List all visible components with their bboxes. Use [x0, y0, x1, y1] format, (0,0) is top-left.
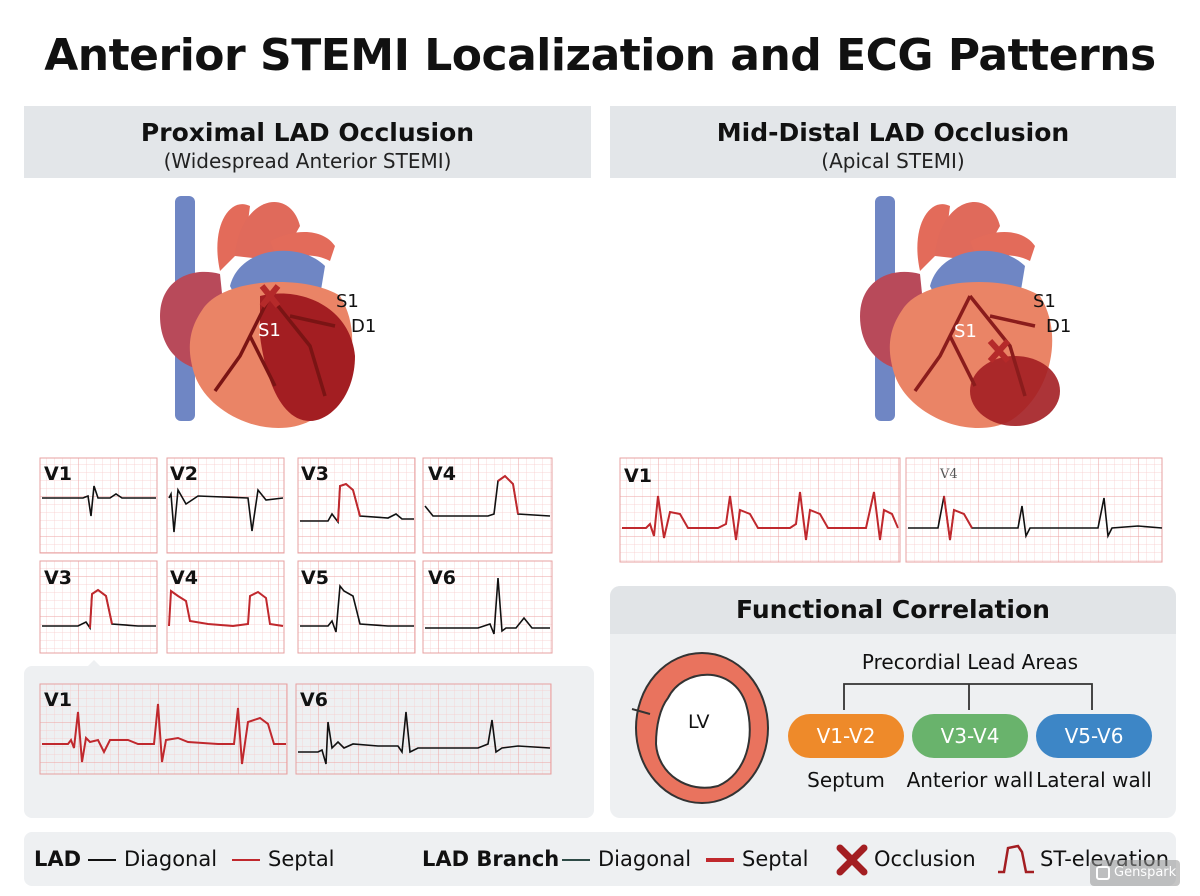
legend-lad-diagonal: Diagonal [124, 847, 218, 871]
heart-label-d1: D1 [351, 316, 376, 337]
heart-label-s1-outer: S1 [336, 291, 359, 312]
st-elevation-icon [998, 844, 1034, 874]
lead-area-pill: V5-V6 [1036, 714, 1152, 758]
ecg-strip-right: V1 V4 [619, 457, 1163, 563]
tree-connector [843, 683, 1093, 710]
watermark: Genspark [1090, 860, 1180, 886]
lead-label: V1 [44, 689, 72, 711]
ecg-grid-left-lower: V1 V6 [39, 683, 552, 775]
ecg-panel-v6-long: V6 [295, 683, 552, 775]
ecg-panel-v4-strip: V4 [905, 457, 1163, 563]
legend-septal-line [232, 859, 260, 861]
lead-label: V4 [428, 463, 456, 485]
watermark-text: Genspark [1114, 865, 1177, 880]
legend-diagonal-line [88, 859, 116, 861]
ecg-grid-left-upper: V1 V2 V3 V4 V3 V4 V5 V6 [39, 457, 553, 654]
ecg-panel-v6: V6 [422, 560, 553, 654]
legend-branch-septal-line [706, 858, 734, 862]
ecg-panel-v4: V4 [422, 457, 553, 554]
lead-label: V5 [301, 567, 329, 589]
lead-area-pill: V1-V2 [788, 714, 904, 758]
ecg-panel-v2: V2 [166, 457, 285, 554]
lv-label: LV [688, 711, 710, 733]
heart-label-s1-inner: S1 [954, 321, 977, 342]
heart-illustration-apical: S1 D1 S1 [860, 196, 1071, 429]
lead-label: V2 [170, 463, 198, 485]
heart-label-s1-inner: S1 [258, 320, 281, 341]
legend-branch-diagonal-line [562, 859, 590, 861]
lead-area-caption: Septum [807, 768, 885, 792]
lead-label: V6 [300, 689, 328, 711]
legend-occlusion: Occlusion [874, 847, 976, 871]
right-panel-heading: Mid-Distal LAD Occlusion [716, 118, 1070, 147]
page-title: Anterior STEMI Localization and ECG Patt… [44, 30, 1156, 81]
left-panel-header: Proximal LAD Occlusion (Widespread Anter… [24, 106, 591, 178]
legend-lad-branch: LAD Branch [422, 847, 560, 871]
legend-lad-septal: Septal [268, 847, 335, 871]
ecg-panel-v4-b: V4 [166, 560, 285, 654]
legend-branch-diagonal: Diagonal [598, 847, 692, 871]
lv-cross-section: LV [631, 652, 769, 804]
callout-pointer [86, 660, 102, 668]
lead-label: V1 [624, 465, 652, 487]
heart-label-d1: D1 [1046, 316, 1071, 337]
ecg-panel-v1: V1 [39, 457, 158, 554]
ecg-panel-v3-b: V3 [39, 560, 158, 654]
ecg-panel-v3: V3 [297, 457, 416, 554]
occlusion-x-icon [836, 844, 868, 876]
functional-heading: Functional Correlation [610, 586, 1176, 634]
heart-illustration-proximal: S1 D1 S1 [160, 196, 376, 429]
left-panel-heading: Proximal LAD Occlusion [140, 118, 475, 147]
lead-area-caption: Anterior wall [906, 768, 1034, 792]
lead-label: V1 [44, 463, 72, 485]
lead-label: V3 [301, 463, 329, 485]
legend-bar: LAD Diagonal Septal LAD Branch Diagonal … [24, 832, 1176, 886]
right-panel-header: Mid-Distal LAD Occlusion (Apical STEMI) [610, 106, 1176, 178]
left-panel-subheading: (Widespread Anterior STEMI) [163, 149, 452, 173]
ecg-panel-v1-strip: V1 [619, 457, 901, 563]
legend-lad: LAD [34, 847, 82, 871]
right-panel-subheading: (Apical STEMI) [821, 149, 965, 173]
lead-label: V3 [44, 567, 72, 589]
ecg-panel-v5: V5 [297, 560, 416, 654]
watermark-icon [1096, 865, 1110, 880]
ecg-panel-v1-long: V1 [39, 683, 288, 775]
lead-area-caption: Lateral wall [1036, 768, 1152, 792]
legend-branch-septal: Septal [742, 847, 809, 871]
lead-label: V6 [428, 567, 456, 589]
lead-area-pill: V3-V4 [912, 714, 1028, 758]
lead-label: V4 [170, 567, 198, 589]
tree-title: Precordial Lead Areas [861, 650, 1079, 674]
lead-label: V4 [939, 467, 958, 482]
heart-label-s1-outer: S1 [1033, 291, 1056, 312]
